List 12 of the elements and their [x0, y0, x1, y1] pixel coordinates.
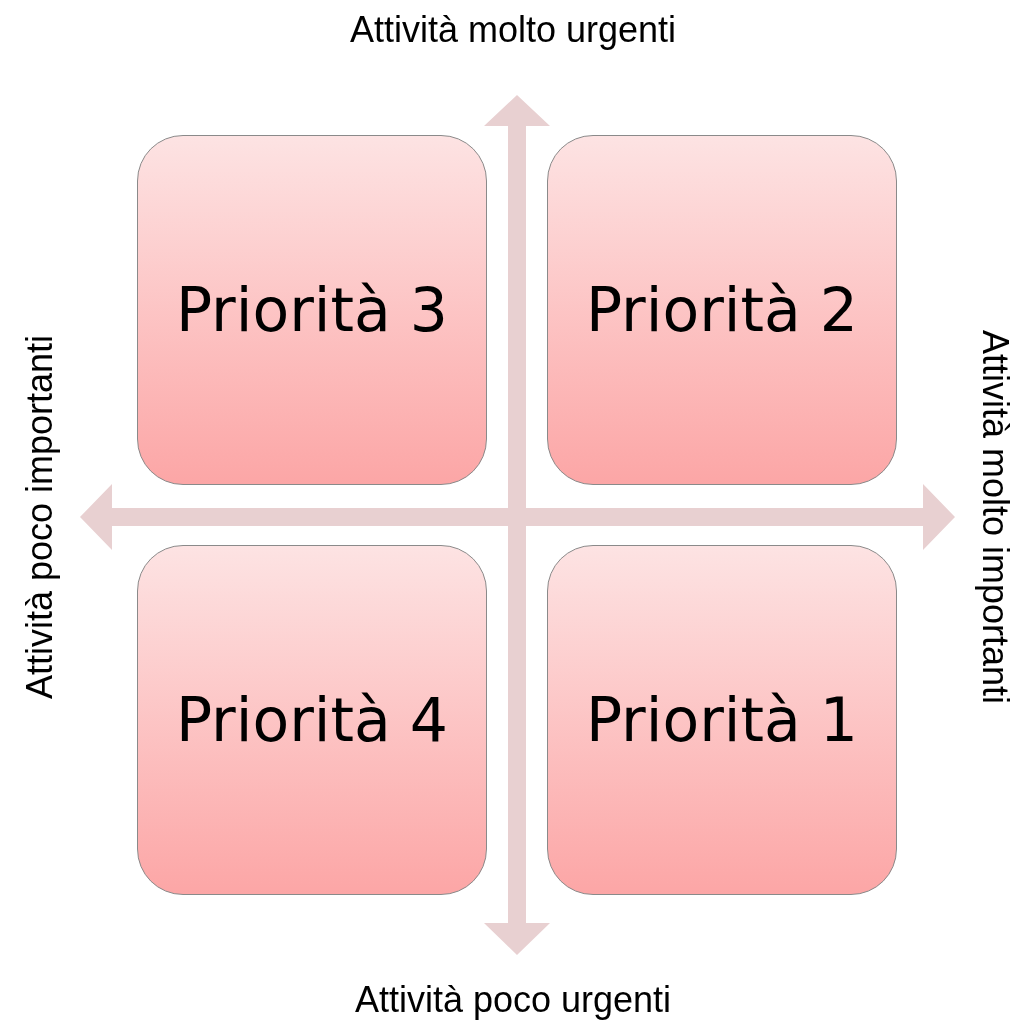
priority-box	[547, 545, 897, 895]
axis-label: Attività molto urgenti	[349, 9, 677, 51]
priority-label: Priorità 1	[584, 684, 860, 757]
priority-box	[137, 135, 487, 485]
axis-label: Attività poco urgenti	[354, 979, 672, 1021]
priority-label: Priorità 3	[174, 274, 450, 347]
priority-label: Priorità 4	[174, 684, 450, 757]
axis-label: Attività poco importanti	[19, 334, 61, 700]
priority-box	[547, 135, 897, 485]
priority-label: Priorità 2	[584, 274, 860, 347]
axis-label: Attività molto importanti	[974, 329, 1016, 705]
priority-box	[137, 545, 487, 895]
